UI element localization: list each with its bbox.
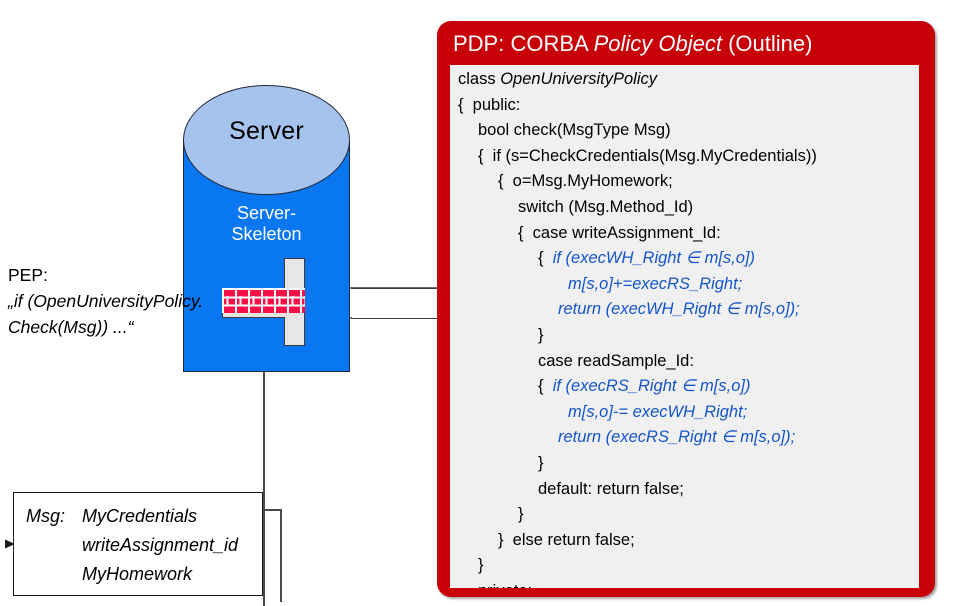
server-skeleton-label: Server- Skeleton [183,203,350,245]
pdp-code-listing: class OpenUniversityPolicy { public: bool … [458,67,817,588]
code-segment: } [518,505,524,524]
pdp-title: PDP: CORBA Policy Object (Outline) [453,31,812,57]
code-line: { public: [458,93,817,119]
code-line: switch (Msg.Method_Id) [458,195,817,221]
code-segment: } [538,453,544,472]
code-line: } [458,553,817,579]
code-segment: return (execRS_Right ∈ m[s,o]); [558,428,796,447]
code-line: bool check(MsgType Msg) [458,118,817,144]
message-value-2: MyHomework [82,564,193,584]
server-skeleton-label-line2: Skeleton [231,224,302,244]
pdp-title-prefix: PDP: CORBA [453,31,594,56]
code-segment: case readSample_Id: [538,351,694,370]
code-segment: m[s,o]-= execWH_Right; [568,402,748,421]
code-line: { if (s=CheckCredentials(Msg.MyCredentia… [458,144,817,170]
message-key-spacer-2 [26,560,82,589]
code-segment: if (execWH_Right ∈ m[s,o]) [552,249,756,268]
code-segment: return (execWH_Right ∈ m[s,o]); [558,300,800,319]
message-row-1: writeAssignment_id [26,531,266,560]
pep-caption: PEP: „if (OpenUniversityPolicy. Check(Ms… [8,262,248,340]
pdp-title-italic: Policy Object [593,31,722,56]
code-line: return (execWH_Right ∈ m[s,o]); [458,297,817,323]
code-line: { if (execWH_Right ∈ m[s,o]) [458,246,817,272]
code-segment: bool check(MsgType Msg) [478,121,671,140]
firewall-notch-bottom [222,317,285,346]
code-segment: } else return false; [498,530,635,549]
code-segment: switch (Msg.Method_Id) [518,197,694,216]
message-value-0: MyCredentials [82,506,198,526]
firewall-brick-pattern [222,288,305,313]
code-line: return (execRS_Right ∈ m[s,o]); [458,425,817,451]
message-row-2: MyHomework [26,560,266,589]
pep-quote-line1: „if (OpenUniversityPolicy. [8,291,204,311]
pdp-code-panel: class OpenUniversityPolicy { public: bool … [450,65,919,588]
code-line: } [458,502,817,528]
code-segment: } [538,325,544,344]
code-segment: default: return false; [538,479,684,498]
code-line: } else return false; [458,528,817,554]
code-segment: m[s,o]+=execRS_Right; [568,274,743,293]
code-segment: { case writeAssignment_Id: [518,223,721,242]
server-cylinder-top [183,85,350,195]
code-line: { if (execRS_Right ∈ m[s,o]) [458,374,817,400]
code-segment: { o=Msg.MyHomework; [498,172,673,191]
code-line: { o=Msg.MyHomework; [458,169,817,195]
code-segment: class [458,70,501,88]
code-line: } [458,323,817,349]
message-value-1: writeAssignment_id [82,535,239,555]
server-skeleton-label-line1: Server- [236,203,296,223]
code-line: m[s,o]+=execRS_Right; [458,272,817,298]
code-line: m[s,o]-= execWH_Right; [458,400,817,426]
message-row-0: Msg: MyCredentials [26,502,266,531]
code-segment: { public: [458,95,521,114]
pep-label: PEP: [8,265,48,285]
pep-quote-line2: Check(Msg)) ...“ [8,317,134,337]
code-segment: if (execRS_Right ∈ m[s,o]) [552,377,751,396]
code-line: default: return false; [458,477,817,503]
code-line: { case writeAssignment_Id: [458,221,817,247]
code-line: class OpenUniversityPolicy [458,67,817,93]
message-box [13,492,263,596]
code-segment: { if (s=CheckCredentials(Msg.MyCredentia… [478,146,817,165]
code-segment: { [538,377,553,396]
code-segment: { [538,249,553,268]
code-line: case readSample_Id: [458,349,817,375]
code-line: } [458,451,817,477]
message-key-spacer [26,531,82,560]
message-key: Msg: [26,506,66,526]
message-box-content: Msg: MyCredentials writeAssignment_id My… [26,502,266,589]
code-segment: private: [478,582,532,588]
code-segment: OpenUniversityPolicy [500,70,657,88]
code-segment: } [478,556,484,575]
server-title: Server [229,117,304,145]
code-line: private: [458,579,817,588]
pdp-title-suffix: (Outline) [721,31,813,56]
